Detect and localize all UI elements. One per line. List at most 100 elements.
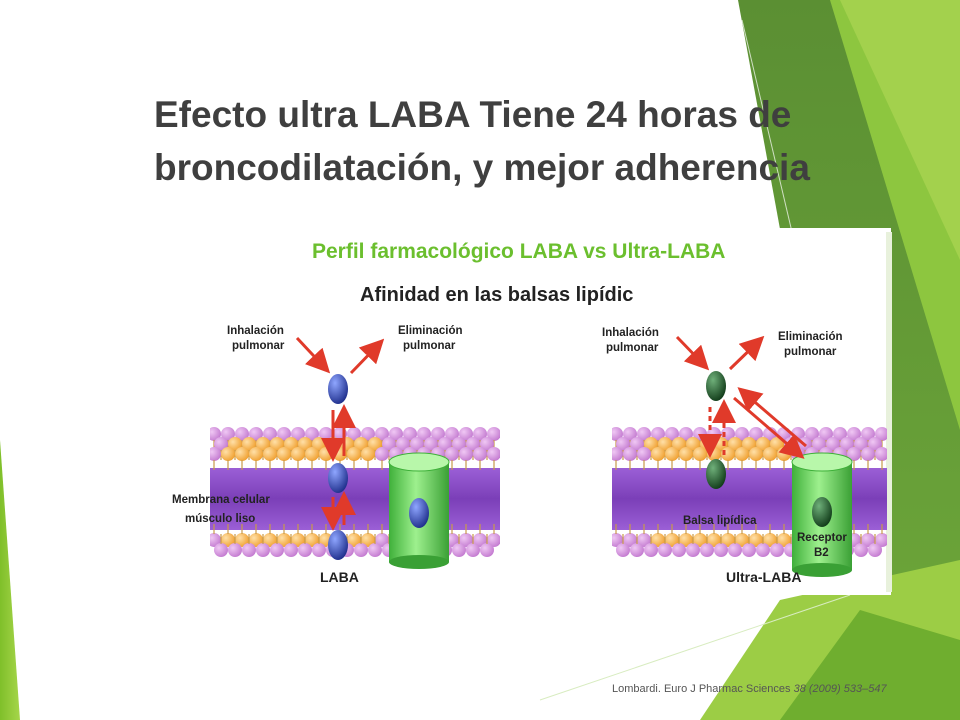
left-receptor-molecule <box>409 498 429 528</box>
lipid-head-bottom <box>480 543 494 557</box>
lipid-head-top <box>487 427 500 441</box>
left-molecule-top <box>328 374 348 404</box>
lipid-head-bottom <box>707 533 721 547</box>
lipid-head-top <box>431 427 445 441</box>
lipid-head-top <box>319 447 333 461</box>
left-membrane <box>210 427 500 557</box>
lipid-head-top <box>487 447 500 461</box>
lipid-head-top <box>721 427 735 441</box>
left-inhalation-label-1: Inhalación <box>227 325 284 337</box>
lipid-head-top <box>298 437 312 451</box>
lipid-head-top <box>630 437 644 451</box>
lipid-head-bottom <box>263 533 277 547</box>
lipid-head-top <box>277 447 291 461</box>
left-elimination-label-1: Eliminación <box>398 325 463 337</box>
lipid-head-top <box>875 447 887 461</box>
lipid-head-bottom <box>487 533 500 547</box>
lipid-head-bottom <box>777 533 791 547</box>
citation: Lombardi. Euro J Pharmac Sciences 38 (20… <box>612 683 887 695</box>
lipid-head-bottom <box>651 533 665 547</box>
lipid-head-top <box>623 427 637 441</box>
left-lipid-heads-top <box>210 427 500 470</box>
lipid-head-top <box>861 427 875 441</box>
lipid-head-top <box>417 427 431 441</box>
lipid-head-top <box>361 427 375 441</box>
lipid-head-top <box>612 447 623 461</box>
left-receptor-cylinder <box>388 452 450 569</box>
lipid-head-bottom <box>312 543 326 557</box>
lipid-head-top <box>235 427 249 441</box>
lipid-head-top <box>375 427 389 441</box>
lipid-head-top <box>270 437 284 451</box>
lipid-head-bottom <box>854 543 868 557</box>
left-arrows <box>295 336 385 531</box>
lipid-head-top <box>291 447 305 461</box>
lipid-head-top <box>403 427 417 441</box>
left-inhalation-arrow <box>295 336 331 374</box>
lipid-head-top <box>354 437 368 451</box>
lipid-head-bottom <box>298 543 312 557</box>
lipid-head-top <box>728 437 742 451</box>
lipid-head-top <box>347 447 361 461</box>
lipid-head-top <box>249 427 263 441</box>
lipid-head-top <box>819 427 833 441</box>
lipid-head-top <box>410 437 424 451</box>
right-inhalation-arrow <box>675 335 710 371</box>
lipid-head-top <box>263 427 277 441</box>
lipid-head-bottom <box>735 533 749 547</box>
lipid-head-top <box>459 447 473 461</box>
left-membrane-label-2: músculo liso <box>185 513 255 525</box>
left-molecule-mid <box>328 463 348 493</box>
right-elimination-arrow <box>728 335 765 371</box>
lipid-head-top <box>693 447 707 461</box>
lipid-head-top <box>833 427 847 441</box>
bottom-green-shape-dark <box>780 610 960 720</box>
lipid-head-top <box>368 437 382 451</box>
right-elimination-label-2: pulmonar <box>784 346 837 358</box>
lipid-head-top <box>763 447 777 461</box>
lipid-head-top <box>396 437 410 451</box>
lipid-head-top <box>263 447 277 461</box>
right-receptor-arrow-2 <box>737 387 807 448</box>
lipid-head-top <box>361 447 375 461</box>
right-inhalation-label-1: Inhalación <box>602 327 659 339</box>
lipid-head-bottom <box>466 543 480 557</box>
lipid-head-top <box>847 447 861 461</box>
lipid-head-bottom <box>616 543 630 557</box>
lipid-head-top <box>389 427 403 441</box>
lipid-head-top <box>221 447 235 461</box>
lipid-head-bottom <box>623 533 637 547</box>
lipid-head-top <box>480 437 494 451</box>
lipid-head-top <box>679 447 693 461</box>
lipid-head-bottom <box>770 543 784 557</box>
lipid-head-bottom <box>375 533 389 547</box>
lipid-head-top <box>665 447 679 461</box>
lipid-head-top <box>445 427 459 441</box>
lipid-head-top <box>228 437 242 451</box>
lipid-head-top <box>749 447 763 461</box>
right-green-shape-mid <box>840 0 960 260</box>
left-labels: Inhalación pulmonar Eliminación pulmonar… <box>172 325 463 585</box>
right-labels: Inhalación pulmonar Eliminación pulmonar… <box>602 327 847 585</box>
lipid-head-top <box>319 427 333 441</box>
left-inhalation-label-2: pulmonar <box>232 340 285 352</box>
lipid-head-bottom <box>221 533 235 547</box>
lipid-head-top <box>424 437 438 451</box>
lipid-head-bottom <box>721 533 735 547</box>
lipid-head-bottom <box>612 533 623 547</box>
lipid-head-bottom <box>473 533 487 547</box>
lipid-head-top <box>854 437 868 451</box>
lipid-head-bottom <box>861 533 875 547</box>
lipid-head-top <box>375 447 389 461</box>
lipid-head-top <box>623 447 637 461</box>
lipid-head-top <box>672 437 686 451</box>
lipid-head-bottom <box>452 543 466 557</box>
lipid-head-top <box>473 427 487 441</box>
lipid-head-bottom <box>742 543 756 557</box>
lipid-head-bottom <box>284 543 298 557</box>
lipid-head-top <box>347 427 361 441</box>
lipid-head-top <box>651 447 665 461</box>
lipid-head-bottom <box>763 533 777 547</box>
lipid-head-top <box>438 437 452 451</box>
lipid-head-bottom <box>714 543 728 557</box>
